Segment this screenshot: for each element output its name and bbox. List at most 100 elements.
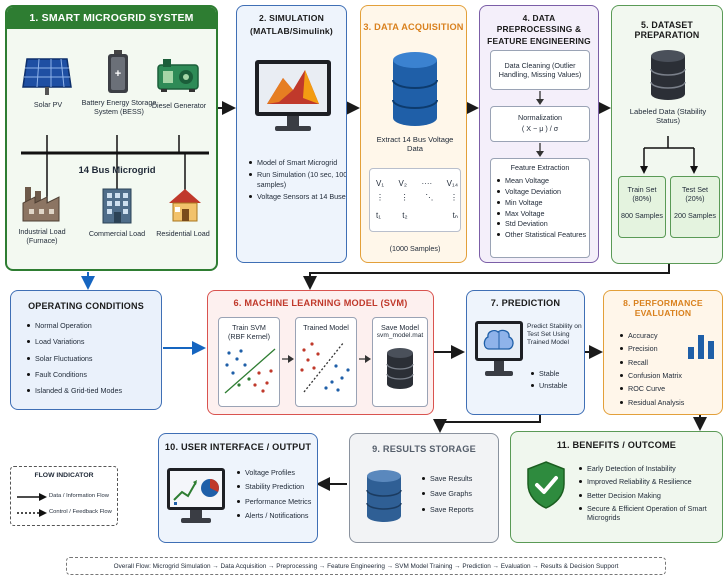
split-arrows [640, 136, 698, 174]
prediction-outcomes: Stable Unstable [527, 369, 584, 394]
metric-item: Accuracy [620, 331, 722, 340]
legend-title: FLOW INDICATOR [34, 472, 94, 479]
condition-item: Normal Operation [27, 321, 161, 330]
svm-scatter-icon [224, 348, 276, 394]
database-icon [392, 52, 438, 126]
feature-list: Mean Voltage Voltage Deviation Min Volta… [491, 176, 589, 240]
results-storage-list: Save Results Save Graphs Save Reports [418, 474, 498, 520]
overall-flow-text: Overall Flow: Microgrid Simulation → Dat… [113, 562, 619, 570]
metric-item: Residual Analysis [620, 398, 722, 407]
database-icon [366, 470, 402, 522]
panel-preprocessing: 4. DATA PREPROCESSING & FEATURE ENGINEER… [479, 5, 599, 263]
ui-output-item: Alerts / Notifications [237, 511, 317, 520]
matrix-v1: V₁ [376, 179, 385, 188]
dashed-arrow-icon [17, 509, 47, 517]
right-arrow-icon [359, 355, 371, 363]
commercial-label: Commercial Load [88, 229, 146, 238]
down-arrow-icon [536, 143, 544, 157]
panel-title: 2. SIMULATION (MATLAB/Simulink) [250, 13, 333, 36]
condition-item: Fault Conditions [27, 370, 161, 379]
outcome-item: Unstable [531, 381, 584, 390]
ui-output-item: Stability Prediction [237, 482, 317, 491]
train-set-samples: 800 Samples [621, 211, 663, 220]
panel-title: 5. DATASET PREPARATION [634, 20, 700, 40]
panel-title: 7. PREDICTION [490, 298, 561, 308]
matrix-t2: t₂ [402, 211, 408, 220]
trained-model-label: Trained Model [303, 323, 349, 332]
residential-label: Residential Load [156, 229, 210, 238]
normalization-formula: ( X − μ ) / σ [521, 124, 559, 133]
train-svm-box: Train SVM (RBF Kernel) [218, 317, 280, 407]
shield-check-icon [527, 461, 565, 509]
battery-icon: + [108, 50, 128, 93]
feature-extraction-box: Feature Extraction Mean Voltage Voltage … [490, 158, 590, 258]
prediction-desc: Predict Stability on Test Set Using Trai… [527, 323, 582, 347]
operating-conditions-list: Normal Operation Load Variations Solar F… [23, 321, 161, 403]
matrix-t1: t₁ [376, 211, 381, 220]
test-set-box: Test Set (20%) 200 Samples [670, 176, 720, 238]
train-svm-label: Train SVM [232, 323, 266, 332]
normalization-label: Normalization [518, 113, 562, 122]
data-cleaning-box: Data Cleaning (Outlier Handling, Missing… [490, 50, 590, 90]
svg-text:+: + [115, 68, 121, 80]
industrial-label: Industrial Load (Furnace) [18, 227, 66, 245]
feature-item: Max Voltage [497, 209, 589, 218]
panel-prediction: 7. PREDICTION Predict Stability on Test … [466, 290, 585, 415]
feature-item: Voltage Deviation [497, 187, 589, 196]
condition-item: Islanded & Grid-tied Modes [27, 386, 161, 395]
benefit-item: Improved Reliability & Resilience [579, 477, 722, 486]
bar-chart-icon [688, 335, 714, 359]
feature-item: Mean Voltage [497, 176, 589, 185]
panel-user-interface: 10. USER INTERFACE / OUTPUT Voltage Prof… [158, 433, 318, 543]
solid-arrow-icon [17, 493, 47, 501]
arrow-8-9 [433, 415, 541, 433]
panel-title: 10. USER INTERFACE / OUTPUT [164, 442, 312, 452]
normalization-box: Normalization ( X − μ ) / σ [490, 106, 590, 142]
model-file-label: svm_model.mat [376, 332, 424, 339]
feature-item: Min Voltage [497, 198, 589, 207]
brain-monitor-icon [475, 321, 523, 376]
save-model-box: Save Model svm_model.mat [372, 317, 428, 407]
ui-output-item: Voltage Profiles [237, 468, 317, 477]
benefit-item: Early Detection of Instability [579, 464, 722, 473]
panel-operating-conditions: OPERATING CONDITIONS Normal Operation Lo… [10, 290, 162, 410]
benefits-list: Early Detection of Instability Improved … [575, 464, 722, 527]
sim-step: Voltage Sensors at 14 Buses [249, 192, 346, 201]
metric-item: Precision [620, 344, 722, 353]
panel-title: 6. MACHINE LEARNING MODEL (SVM) [233, 298, 408, 308]
house-icon [169, 189, 201, 222]
matrix-dots: ···· [421, 179, 433, 188]
evaluation-metrics-list: Accuracy Precision Recall Confusion Matr… [616, 331, 722, 411]
ui-output-list: Voltage Profiles Stability Prediction Pe… [233, 468, 317, 525]
extract-label: Extract 14 Bus Voltage Data [376, 135, 454, 154]
labeled-data-label: Labeled Data (Stability Status) [629, 107, 707, 126]
voltage-matrix: V₁ V₂ ···· V₁₄ ⋮⋮⋱⋮ t₁ t₂ tₙ [369, 168, 461, 232]
panel-title: 8. PERFORMANCE EVALUATION [623, 298, 703, 318]
matlab-monitor-icon [255, 60, 331, 131]
sim-step: Run Simulation (10 sec, 1000 samples) [249, 170, 346, 189]
commercial-building-icon [102, 188, 132, 224]
feature-item: Other Statistical Features [497, 230, 589, 239]
database-icon [386, 348, 414, 390]
samples-label: (1000 Samples) [389, 244, 441, 253]
arrow-5-6 [303, 264, 670, 290]
storage-item: Save Results [422, 474, 498, 483]
train-set-title: Train Set [627, 185, 657, 194]
simulation-steps: Model of Smart Microgrid Run Simulation … [245, 158, 346, 204]
sim-step: Model of Smart Microgrid [249, 158, 346, 167]
storage-item: Save Reports [422, 505, 498, 514]
down-arrow-icon [536, 91, 544, 105]
train-set-percent: (80%) [632, 194, 652, 203]
trained-model-box: Trained Model [295, 317, 357, 407]
feature-item: Std Deviation [497, 219, 589, 228]
diesel-generator-icon [157, 59, 199, 92]
panel-smart-microgrid: 1. SMART MICROGRID SYSTEM Solar PV + Bat… [5, 5, 218, 271]
save-model-label: Save Model [381, 323, 419, 332]
overall-flow-bar: Overall Flow: Microgrid Simulation → Dat… [66, 557, 666, 575]
factory-icon [22, 187, 60, 222]
panel-benefits: 11. BENEFITS / OUTCOME Early Detection o… [510, 431, 723, 543]
legend-control-flow: Control / Feedback Flow [49, 509, 112, 515]
panel-title: 3. DATA ACQUISITION [363, 22, 464, 32]
flow-legend: FLOW INDICATOR Data / Information Flow C… [10, 466, 118, 526]
panel-title: 1. SMART MICROGRID SYSTEM [7, 7, 216, 29]
